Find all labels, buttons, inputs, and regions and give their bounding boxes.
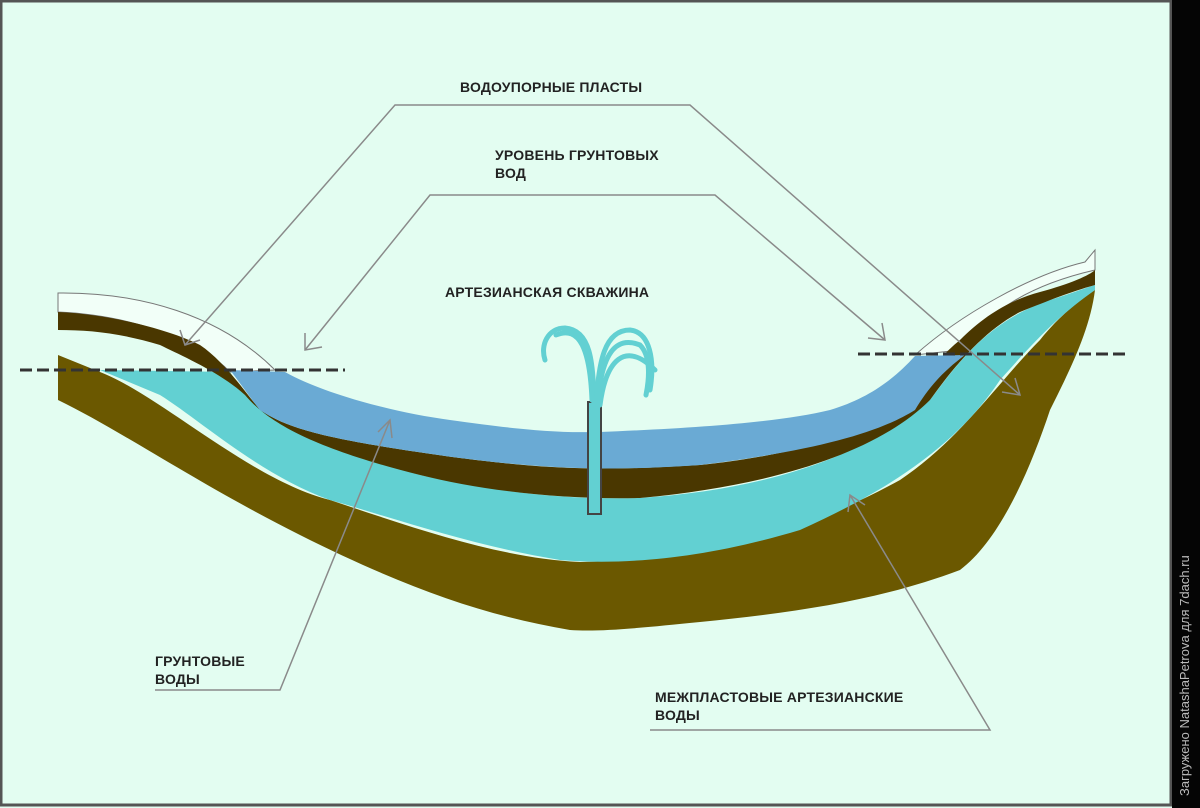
leader-artesian-arrow (847, 493, 866, 513)
label-artesian-well: АРТЕЗИАНСКАЯ СКВАЖИНА (445, 284, 650, 300)
artesian-well (541, 325, 658, 515)
leader-lines (155, 104, 1022, 731)
groundwater-layer (230, 355, 965, 469)
watermark: Загружено NatashaPetrova для 7dach.ru (1172, 0, 1200, 808)
label-groundwater: ГРУНТОВЫЕ ВОДЫ (155, 653, 245, 687)
fountain-icon (541, 325, 658, 413)
label-impermeable-layers: ВОДОУПОРНЫЕ ПЛАСТЫ (460, 79, 643, 95)
watermark-text: Загружено NatashaPetrova для 7dach.ru (1177, 555, 1192, 796)
leader-artesian (650, 494, 992, 731)
leader-groundwater-arrow (377, 418, 393, 439)
leader-impermeable-arrow-l (179, 329, 201, 346)
label-groundwater-level: УРОВЕНЬ ГРУНТОВЫХ ВОД (495, 147, 659, 181)
leader-impermeable-arrow-r (1001, 377, 1022, 396)
leader-level (304, 194, 886, 351)
frame-border (0, 0, 1173, 807)
leader-level-arrow-l (304, 333, 323, 351)
leader-impermeable (184, 104, 1021, 396)
well-pipe (587, 401, 602, 515)
artesian-water-layer (100, 285, 1095, 562)
leader-groundwater (155, 419, 391, 691)
leader-level-arrow-r (867, 322, 886, 341)
lower-rock-layer (58, 290, 1095, 631)
label-interstratal-water: МЕЖПЛАСТОВЫЕ АРТЕЗИАНСКИЕ ВОДЫ (655, 689, 904, 723)
impermeable-layer (58, 270, 1095, 499)
